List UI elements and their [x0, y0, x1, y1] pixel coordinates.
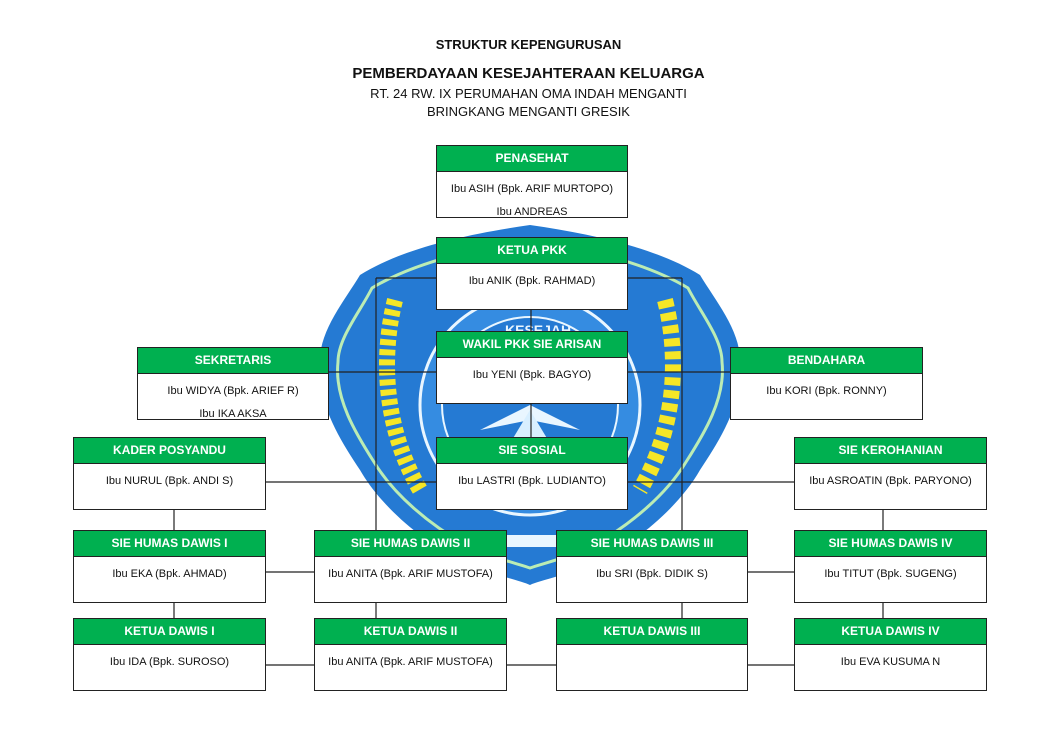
- member-name: Ibu TITUT (Bpk. SUGENG): [824, 568, 957, 580]
- box-title: SIE HUMAS DAWIS I: [74, 531, 265, 557]
- box-sekretaris: SEKRETARIS Ibu WIDYA (Bpk. ARIEF R) Ibu I…: [137, 347, 329, 420]
- member-name: Ibu KORI (Bpk. RONNY): [766, 385, 887, 397]
- member-name: Ibu EKA (Bpk. AHMAD): [112, 568, 227, 580]
- member-name: Ibu NURUL (Bpk. ANDI S): [105, 475, 234, 487]
- member-name: Ibu IDA (Bpk. SUROSO): [109, 656, 230, 668]
- address-line-2: BRINGKANG MENGANTI GRESIK: [427, 104, 630, 119]
- address-line-1: RT. 24 RW. IX PERUMAHAN OMA INDAH MENGAN…: [370, 86, 687, 101]
- box-title: SIE HUMAS DAWIS III: [557, 531, 747, 557]
- box-title: SIE KEROHANIAN: [795, 438, 986, 464]
- box-title: SEKRETARIS: [138, 348, 328, 374]
- box-title: SIE HUMAS DAWIS II: [315, 531, 506, 557]
- box-title: KETUA DAWIS IV: [795, 619, 986, 645]
- box-sie-kerohanian: SIE KEROHANIAN Ibu ASROATIN (Bpk. PARYON…: [794, 437, 987, 510]
- member-name: Ibu ASIH (Bpk. ARIF MURTOPO): [450, 183, 614, 195]
- box-ketua-dawis-2: KETUA DAWIS II Ibu ANITA (Bpk. ARIF MUST…: [314, 618, 507, 691]
- box-humas-dawis-2: SIE HUMAS DAWIS II Ibu ANITA (Bpk. ARIF …: [314, 530, 507, 603]
- box-humas-dawis-4: SIE HUMAS DAWIS IV Ibu TITUT (Bpk. SUGEN…: [794, 530, 987, 603]
- member-name: Ibu ANDREAS: [496, 206, 568, 218]
- member-name: Ibu LASTRI (Bpk. LUDIANTO): [458, 475, 606, 487]
- box-humas-dawis-3: SIE HUMAS DAWIS III Ibu SRI (Bpk. DIDIK …: [556, 530, 748, 603]
- member-name: Ibu ANIK (Bpk. RAHMAD): [468, 275, 596, 287]
- box-ketua-dawis-4: KETUA DAWIS IV Ibu EVA KUSUMA N: [794, 618, 987, 691]
- box-humas-dawis-1: SIE HUMAS DAWIS I Ibu EKA (Bpk. AHMAD): [73, 530, 266, 603]
- box-title: SIE SOSIAL: [437, 438, 627, 464]
- box-sie-sosial: SIE SOSIAL Ibu LASTRI (Bpk. LUDIANTO): [436, 437, 628, 510]
- box-title: KETUA DAWIS III: [557, 619, 747, 645]
- box-ketua-pkk: KETUA PKK Ibu ANIK (Bpk. RAHMAD): [436, 237, 628, 310]
- member-name: Ibu ANITA (Bpk. ARIF MUSTOFA): [328, 568, 493, 580]
- member-name: Ibu ASROATIN (Bpk. PARYONO): [809, 475, 972, 487]
- box-bendahara: BENDAHARA Ibu KORI (Bpk. RONNY): [730, 347, 923, 420]
- member-name: Ibu ANITA (Bpk. ARIF MUSTOFA): [328, 656, 493, 668]
- box-title: SIE HUMAS DAWIS IV: [795, 531, 986, 557]
- member-name: Ibu EVA KUSUMA N: [840, 656, 941, 668]
- member-name: Ibu WIDYA (Bpk. ARIEF R): [167, 385, 299, 397]
- box-title: KADER POSYANDU: [74, 438, 265, 464]
- box-title: WAKIL PKK SIE ARISAN: [437, 332, 627, 358]
- box-kader-posyandu: KADER POSYANDU Ibu NURUL (Bpk. ANDI S): [73, 437, 266, 510]
- member-name: Ibu SRI (Bpk. DIDIK S): [596, 568, 708, 580]
- box-penasehat: PENASEHAT Ibu ASIH (Bpk. ARIF MURTOPO) Ib…: [436, 145, 628, 218]
- box-title: KETUA DAWIS I: [74, 619, 265, 645]
- chart-title: STRUKTUR KEPENGURUSAN: [435, 37, 622, 52]
- organization-name: PEMBERDAYAAN KESEJAHTERAAN KELUARGA: [352, 65, 705, 82]
- box-ketua-dawis-3: KETUA DAWIS III: [556, 618, 748, 691]
- box-title: BENDAHARA: [731, 348, 922, 374]
- box-title: PENASEHAT: [437, 146, 627, 172]
- member-name: Ibu IKA AKSA: [199, 408, 267, 420]
- box-title: KETUA DAWIS II: [315, 619, 506, 645]
- box-title: KETUA PKK: [437, 238, 627, 264]
- member-name: Ibu YENI (Bpk. BAGYO): [472, 369, 592, 381]
- box-ketua-dawis-1: KETUA DAWIS I Ibu IDA (Bpk. SUROSO): [73, 618, 266, 691]
- box-wakil-pkk: WAKIL PKK SIE ARISAN Ibu YENI (Bpk. BAGY…: [436, 331, 628, 404]
